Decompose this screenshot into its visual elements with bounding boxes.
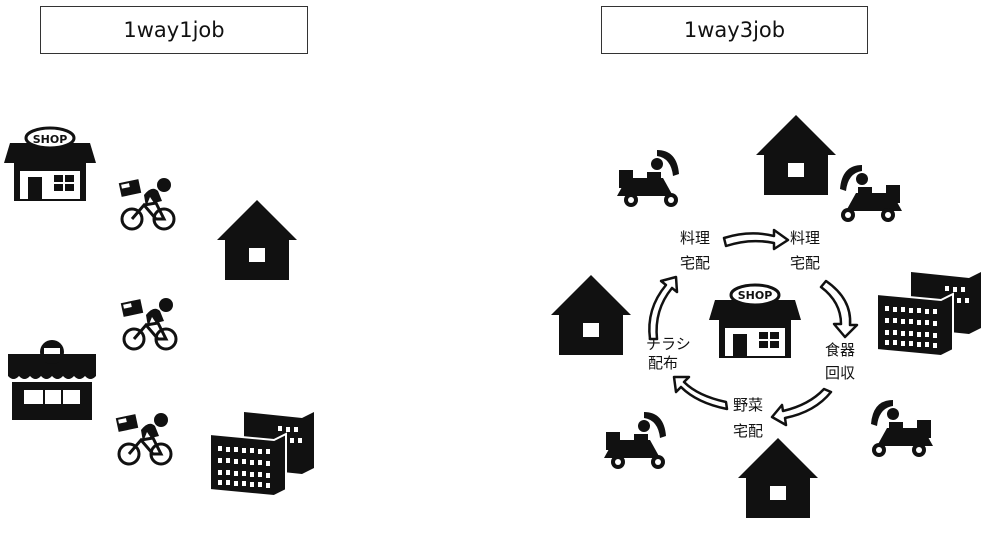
left-bike-icon-2 bbox=[119, 296, 178, 351]
left-bike-icon-1 bbox=[117, 176, 176, 231]
right-house-icon-bottom bbox=[738, 438, 818, 518]
arrow-bottom bbox=[770, 387, 833, 427]
left-store-icon bbox=[7, 339, 97, 421]
label-cooking-delivery-left: 料理 宅配 bbox=[680, 229, 710, 272]
svg-text:料理: 料理 bbox=[790, 229, 820, 247]
cycle-arrows bbox=[648, 228, 859, 427]
left-house-icon bbox=[217, 200, 297, 280]
left-title-box: 1way1job bbox=[40, 6, 308, 54]
svg-text:配布: 配布 bbox=[648, 354, 678, 372]
right-shop-sign: SHOP bbox=[738, 289, 773, 302]
right-scooter-icon-4 bbox=[871, 400, 933, 457]
svg-text:チラシ: チラシ bbox=[646, 335, 691, 353]
right-title: 1way3job bbox=[683, 18, 786, 42]
svg-text:宅配: 宅配 bbox=[790, 254, 820, 272]
svg-text:食器: 食器 bbox=[825, 341, 855, 359]
right-scooter-icon-3 bbox=[604, 412, 666, 469]
left-shop-icon: SHOP bbox=[2, 126, 98, 203]
svg-text:回収: 回収 bbox=[825, 364, 855, 382]
right-scooter-icon-1 bbox=[617, 150, 679, 207]
right-house-icon-left bbox=[551, 275, 631, 355]
label-flyer-distribution: チラシ 配布 bbox=[646, 335, 691, 372]
arrow-bottom-left bbox=[672, 375, 729, 411]
svg-text:料理: 料理 bbox=[680, 229, 710, 247]
left-building-icon bbox=[209, 411, 315, 497]
right-title-box: 1way3job bbox=[601, 6, 868, 54]
left-title: 1way1job bbox=[123, 18, 225, 42]
arrow-top bbox=[722, 228, 790, 251]
svg-text:宅配: 宅配 bbox=[680, 254, 710, 272]
arrow-left bbox=[648, 275, 679, 341]
svg-text:野菜: 野菜 bbox=[733, 396, 763, 414]
arrow-right bbox=[819, 279, 859, 339]
svg-text:宅配: 宅配 bbox=[733, 422, 763, 440]
left-bike-icon-3 bbox=[114, 411, 173, 466]
left-shop-sign: SHOP bbox=[33, 133, 68, 146]
label-cooking-delivery-right: 料理 宅配 bbox=[790, 229, 820, 272]
right-shop-icon: SHOP bbox=[707, 283, 803, 360]
label-vegetable-delivery: 野菜 宅配 bbox=[733, 396, 763, 440]
right-building-icon bbox=[876, 271, 982, 357]
right-scooter-icon-2 bbox=[840, 165, 902, 222]
label-dish-collection: 食器 回収 bbox=[825, 341, 855, 382]
right-house-icon-top bbox=[756, 115, 836, 195]
